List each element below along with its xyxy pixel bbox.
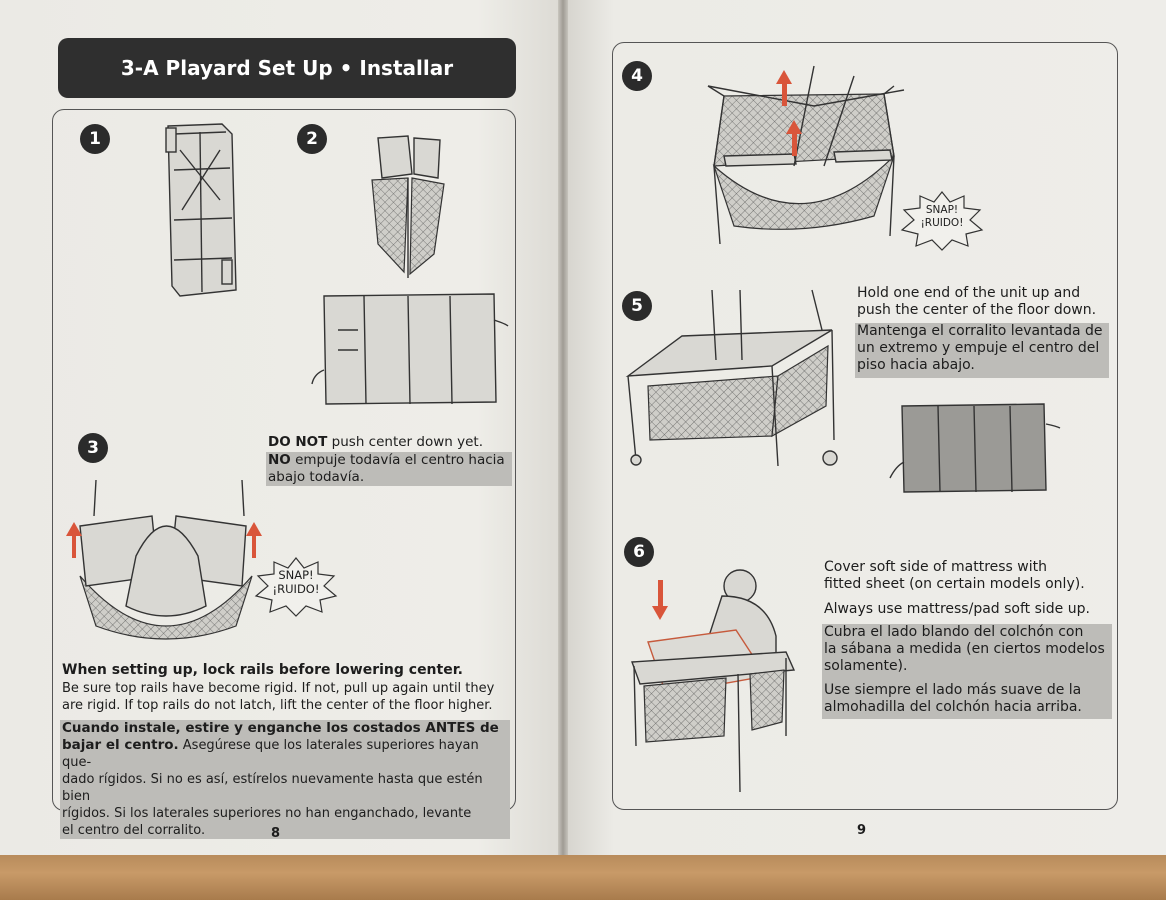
step6-instruction-es: Cubra el lado blando del colchón con la … <box>822 624 1112 719</box>
snap-burst-right <box>900 191 984 251</box>
snap-label-right: SNAP! ¡RUIDO! <box>920 204 964 229</box>
page-number-left: 8 <box>271 826 281 841</box>
step-2-badge: 2 <box>297 124 327 154</box>
step-4-badge: 4 <box>622 61 652 91</box>
warning-body-en: Be sure top rails have become rigid. If … <box>62 681 495 713</box>
step5-instruction-en: Hold one end of the unit up and push the… <box>857 285 1097 318</box>
push-floor-illustration <box>707 65 905 245</box>
step-6-badge: 6 <box>624 537 654 567</box>
step5-instruction-es: Mantenga el corralito levantada de un ex… <box>855 323 1109 378</box>
warning-heading: When setting up, lock rails before lower… <box>62 662 463 678</box>
step-5-badge: 5 <box>622 291 652 321</box>
snap-label-left: SNAP! ¡RUIDO! <box>272 568 320 596</box>
section-header: 3-A Playard Set Up • Installar <box>58 38 516 98</box>
book-gutter <box>558 0 568 858</box>
step3-instruction-en: DO NOT push center down yet. <box>268 434 483 450</box>
step-3-badge: 3 <box>78 433 108 463</box>
snap-burst-left <box>254 557 338 617</box>
lift-end-illustration <box>625 289 838 467</box>
warning-body-es: Cuando instale, estire y enganche los co… <box>60 720 510 839</box>
right-instruction-frame <box>612 42 1118 810</box>
unfolding-playard-illustration <box>371 135 445 278</box>
step-1-badge: 1 <box>80 124 110 154</box>
fitted-sheet-illustration <box>631 569 796 793</box>
step3-instruction-es: NO empuje todavía el centro hacia abajo … <box>266 452 512 486</box>
wooden-table <box>0 855 1166 900</box>
step6-instruction-en: Cover soft side of mattress with fitted … <box>824 559 1090 617</box>
page-number-right: 9 <box>857 823 867 838</box>
folded-playard-illustration <box>165 123 237 297</box>
mattress-pad-illustration <box>311 293 509 405</box>
lock-rails-illustration <box>66 479 262 640</box>
mattress-pad-illustration-right <box>889 403 1061 493</box>
